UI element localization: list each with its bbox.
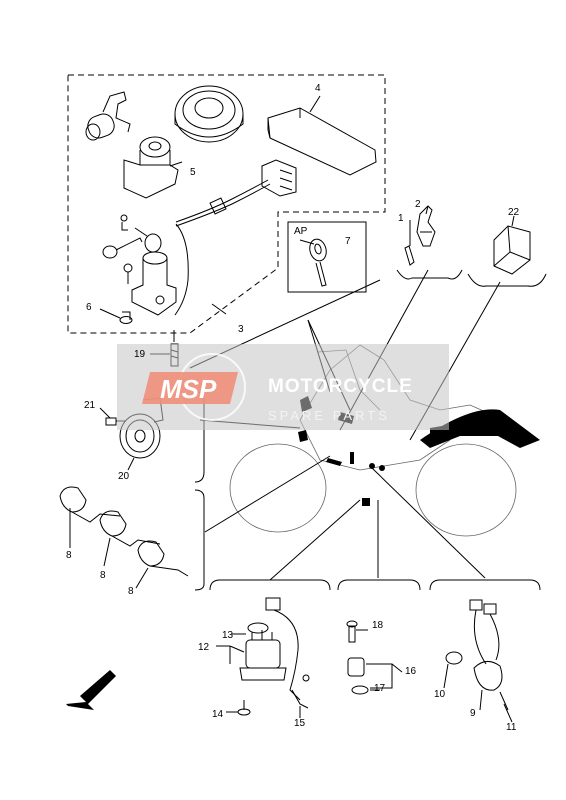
ap-label: AP (294, 226, 308, 237)
label-10: 10 (434, 689, 446, 700)
label-6: 6 (86, 302, 92, 313)
label-4: 4 (315, 83, 321, 94)
label-11: 11 (506, 722, 517, 733)
label-8c: 8 (128, 586, 134, 597)
label-9: 9 (470, 708, 476, 719)
label-16: 16 (405, 666, 417, 677)
watermark-subtitle: SPARE PARTS (268, 408, 390, 423)
label-leaders (69, 95, 515, 723)
main-switch-part (123, 136, 179, 199)
sensor-9-parts (445, 599, 509, 711)
label-2: 2 (415, 199, 421, 210)
lead-15-part (291, 674, 310, 709)
label-7: 7 (345, 236, 351, 247)
arrow-front-icon (66, 670, 116, 710)
watermark-title: MOTORCYCLE (268, 376, 413, 397)
relay-22-part (493, 225, 531, 275)
sensor-12-part (239, 597, 301, 701)
label-22: 22 (508, 207, 520, 218)
motorcycle-dark-tail (420, 409, 540, 448)
watermark: MSP MOTORCYCLE SPARE PARTS (117, 344, 449, 430)
label-5: 5 (190, 167, 196, 178)
sensor-2-part (416, 205, 436, 247)
bolt-14-part (237, 700, 251, 716)
ap-key-box (287, 221, 367, 293)
label-3: 3 (238, 324, 244, 335)
label-14: 14 (212, 709, 224, 720)
watermark-logo: MSP (160, 374, 217, 404)
wire-harness (174, 159, 297, 316)
lock-cylinder-part (85, 91, 131, 141)
label-1: 1 (398, 213, 404, 224)
dashed-group-box (67, 74, 386, 334)
label-18: 18 (372, 620, 384, 631)
fuel-cap-part (174, 85, 244, 143)
steering-lock-part (123, 251, 177, 316)
bolt-6-part (119, 311, 133, 324)
label-12: 12 (198, 642, 210, 653)
switch-8-parts (59, 486, 189, 577)
label-8b: 8 (100, 570, 106, 581)
label-20: 20 (118, 471, 130, 482)
ecu-part (267, 107, 377, 176)
keys-part (102, 214, 162, 259)
label-15: 15 (294, 718, 306, 729)
part-labels: 1 2 3 4 5 6 7 8 8 8 9 10 11 12 13 14 15 … (66, 83, 520, 733)
key-7-part (309, 238, 327, 287)
label-8a: 8 (66, 550, 72, 561)
label-17: 17 (374, 683, 386, 694)
label-19: 19 (134, 349, 146, 360)
sensor-16-parts (346, 620, 369, 695)
relay-1-part (404, 245, 415, 266)
label-13: 13 (222, 630, 234, 641)
brackets (194, 269, 547, 591)
label-21: 21 (84, 400, 96, 411)
